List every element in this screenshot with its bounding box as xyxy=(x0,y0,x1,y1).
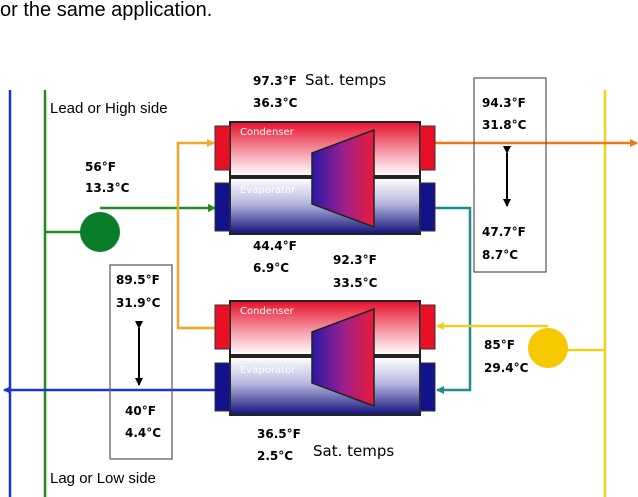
lag-condenser-sat-f: 92.3°F xyxy=(333,253,377,267)
lag-sat-temps-label: Sat. temps xyxy=(313,442,395,460)
lag-evaporator-left-head xyxy=(214,362,231,412)
lag-pump-icon xyxy=(528,328,568,368)
lead-condenser-sat-f: 97.3°F xyxy=(253,74,297,88)
condenser-entering-f: 47.7°F xyxy=(482,225,526,239)
lag-side-label: Lag or Low side xyxy=(50,470,156,487)
lag-evaporator-right-head xyxy=(419,362,436,412)
lag-chiller xyxy=(214,300,436,416)
condenser-range-box xyxy=(473,77,547,273)
evaporator-range-box xyxy=(109,264,173,460)
lead-evaporator-label: Evaporator xyxy=(240,185,296,196)
lag-evaporator-sat-f: 36.5°F xyxy=(257,427,301,441)
lead-evaporator-sat-c: 6.9°C xyxy=(253,261,290,275)
lead-evaporator-sat-f: 44.4°F xyxy=(253,239,297,253)
lag-condenser-sat-c: 33.5°C xyxy=(333,276,378,290)
lag-condenser-right-head xyxy=(419,304,436,350)
condenser-crossover-line xyxy=(176,139,215,330)
lag-compressor-icon xyxy=(311,307,375,408)
lead-evaporator-left-head xyxy=(214,182,231,232)
lead-condenser-label: Condenser xyxy=(240,127,294,138)
lag-evaporator-label: Evaporator xyxy=(240,365,296,376)
condenser-leaving-c: 31.8°C xyxy=(482,118,527,132)
chilled-water-entering-f: 56°F xyxy=(85,160,116,174)
lead-evaporator-right-head xyxy=(419,182,436,232)
lead-condenser-left-head xyxy=(214,125,231,171)
evaporator-crossover-line xyxy=(430,206,472,394)
lead-chiller xyxy=(214,121,436,235)
evap-range-top-f: 89.5°F xyxy=(116,273,160,287)
evap-range-top-c: 31.9°C xyxy=(116,296,161,310)
lag-condenser-label: Condenser xyxy=(240,306,294,317)
lag-evaporator-sat-c: 2.5°C xyxy=(257,449,294,463)
lead-pump-icon xyxy=(80,212,120,252)
evap-range-bottom-c: 4.4°C xyxy=(125,426,162,440)
condenser-entering-c: 8.7°C xyxy=(482,248,519,262)
caption-text: or the same application. xyxy=(0,0,213,21)
lag-condenser-left-head xyxy=(214,304,231,350)
lead-condenser-sat-c: 36.3°C xyxy=(253,96,298,110)
chilled-water-entering-c: 13.3°C xyxy=(85,181,130,195)
evap-range-bottom-f: 40°F xyxy=(125,404,156,418)
condenser-leaving-f: 94.3°F xyxy=(482,96,526,110)
lead-side-label: Lead or High side xyxy=(50,100,168,117)
condenser-water-entering-c: 29.4°C xyxy=(484,361,529,375)
lead-sat-temps-label: Sat. temps xyxy=(305,71,387,89)
lead-compressor-icon xyxy=(311,128,375,229)
lead-condenser-right-head xyxy=(419,125,436,171)
condenser-water-entering-f: 85°F xyxy=(484,338,515,352)
